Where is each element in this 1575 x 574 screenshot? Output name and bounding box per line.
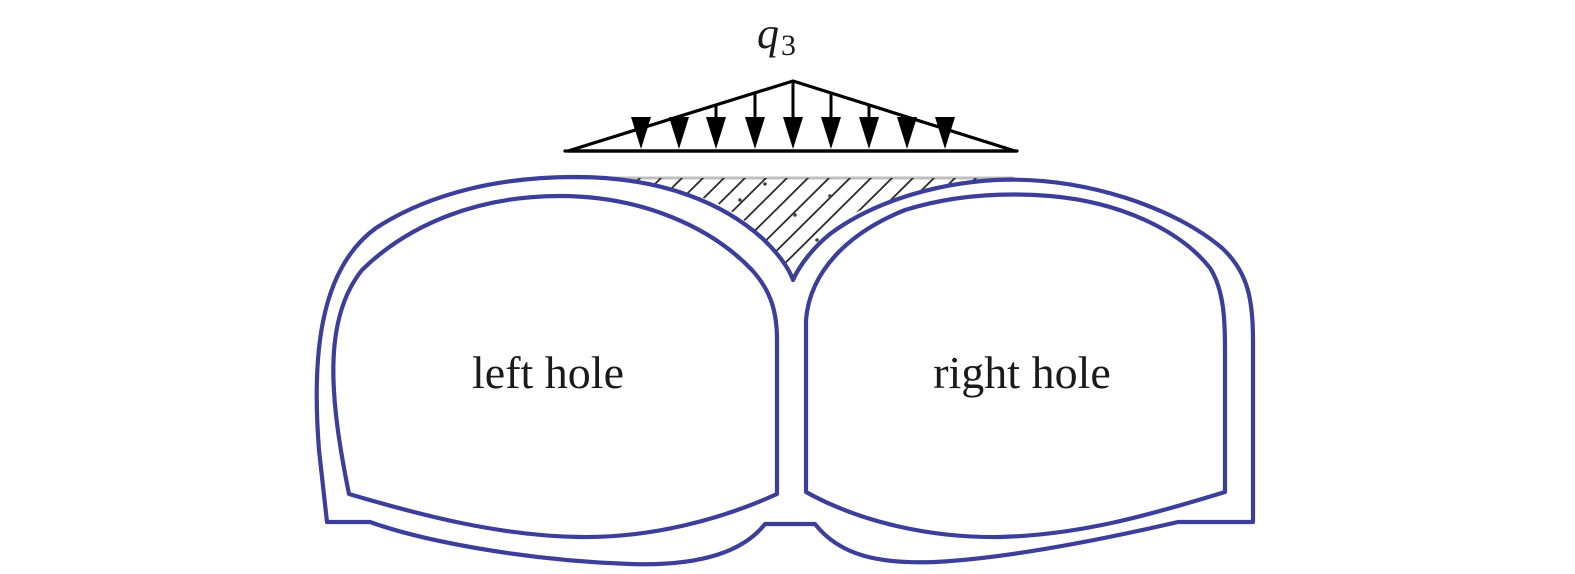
hatch-line (757, 178, 874, 282)
load-arrows (631, 81, 955, 149)
load-arrow-head (821, 117, 841, 149)
hatch-line (610, 178, 727, 282)
soil-wedge (570, 176, 1014, 282)
hatch-line (572, 178, 622, 282)
hatch-dot (828, 194, 832, 198)
hatch-line (572, 178, 664, 282)
hatch-line (883, 178, 1000, 282)
load-arrow-head (669, 117, 689, 149)
hatch-line (799, 178, 916, 282)
outer-lining (314, 174, 1256, 567)
hatch-line (715, 178, 832, 282)
right-hole-label: right hole (933, 347, 1111, 398)
load-arrow-head (706, 117, 726, 149)
load-arrow-head (745, 117, 765, 149)
hatch-line (652, 178, 769, 282)
hatch-dot (793, 213, 797, 217)
hatch-line (572, 178, 643, 282)
load-arrow-head (897, 117, 917, 149)
wedge-hatching (572, 178, 1012, 282)
hatch-line (572, 178, 601, 282)
load-symbol: q (757, 9, 779, 58)
load-arrow-head (859, 117, 879, 149)
load-label: q 3 (757, 9, 796, 62)
hatch-line (631, 178, 748, 282)
triangular-load (563, 79, 1019, 153)
load-subscript: 3 (781, 29, 796, 62)
hatch-dot (738, 198, 742, 202)
left-hole-label: left hole (472, 347, 624, 398)
hatch-dot (815, 238, 819, 242)
hatch-line (572, 178, 685, 282)
hatch-dot (763, 182, 767, 186)
right-hole-inner (803, 192, 1228, 540)
hatch-line (673, 178, 790, 282)
tunnel-lining (314, 174, 1256, 567)
load-arrow-head (631, 117, 651, 149)
load-arrow-head (935, 117, 955, 149)
left-hole-inner (331, 193, 780, 540)
load-arrow-head (783, 117, 803, 149)
